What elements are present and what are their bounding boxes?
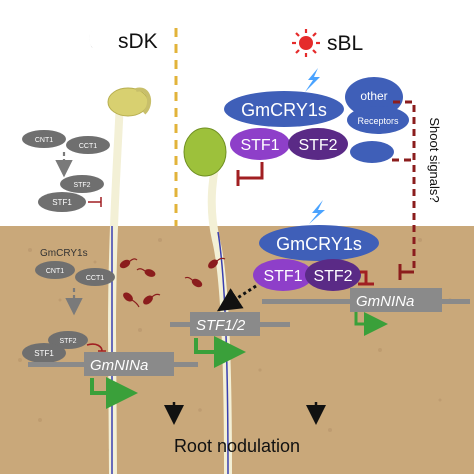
svg-text:CNT1: CNT1 — [35, 137, 53, 144]
svg-text:STF2: STF2 — [59, 338, 76, 345]
shoot-signal-to-root — [398, 264, 414, 280]
svg-text:CCT1: CCT1 — [86, 275, 104, 282]
protein-stf1-root-right — [253, 259, 313, 291]
protein-stf1-shoot — [38, 192, 86, 212]
left-gene-label: GmNINa — [90, 357, 148, 374]
left-seedling-hook — [135, 87, 152, 115]
inhibition-mark-shoot — [88, 197, 102, 207]
left-promoter-arrow — [90, 377, 138, 409]
svg-text:STF2: STF2 — [298, 137, 337, 154]
right-shoot-complex: GmCRY1s STF1 STF2 other Receptors Shoot … — [224, 77, 442, 280]
svg-text:STF1: STF1 — [263, 268, 302, 285]
inhibition-mark-root — [86, 343, 106, 352]
stf-promoter-arrow — [194, 336, 246, 368]
protein-gmcry1s-shoot — [224, 91, 344, 127]
protein-stf1-shoot-right — [230, 128, 290, 160]
protein-stf2-root — [48, 331, 88, 349]
rhizobia-cluster — [119, 257, 226, 308]
left-gene-box — [84, 352, 174, 376]
protein-other-receptors — [347, 106, 409, 134]
protein-stf1-root — [22, 343, 66, 363]
right-gene-label: GmNINa — [356, 293, 414, 310]
svg-text:Receptors: Receptors — [357, 116, 399, 126]
protein-stf2-shoot — [60, 175, 104, 193]
protein-stf2-shoot-right — [288, 128, 348, 160]
right-gene-gmnina: GmNINa — [262, 288, 470, 336]
right-seedling-cotyledon — [183, 127, 227, 177]
right-gene-box — [350, 288, 442, 312]
shoot-signal-dashed-path — [393, 100, 416, 270]
svg-text:STF1: STF1 — [240, 137, 279, 154]
condition-label-sdk: sDK — [118, 30, 158, 53]
svg-text:STF1: STF1 — [52, 198, 72, 207]
svg-text:STF2: STF2 — [313, 268, 352, 285]
right-root-complex: GmCRY1s STF1 STF2 — [216, 225, 379, 312]
stf-gene-box — [190, 312, 260, 336]
svg-text:STF2: STF2 — [73, 182, 90, 189]
root-nodulation-caption: Root nodulation — [174, 436, 300, 456]
shoot-signals-label: Shoot signals? — [427, 117, 442, 202]
blue-light-bolt-icon — [309, 200, 325, 224]
protein-gmcry1s-root — [259, 225, 379, 261]
protein-stf2-root-right — [305, 259, 361, 291]
protein-cct1-shoot — [66, 136, 110, 154]
root-dotted-arrow — [216, 284, 257, 312]
condition-label-sbl: sBL — [327, 32, 363, 55]
moon-icon — [88, 25, 102, 52]
svg-text:other: other — [360, 89, 387, 103]
right-promoter-arrow — [354, 312, 388, 336]
blue-light-bolt-icon — [305, 68, 320, 92]
svg-text:CCT1: CCT1 — [79, 143, 97, 150]
sun-icon — [292, 29, 320, 57]
stf-gene-label: STF1/2 — [196, 317, 246, 334]
soil-texture — [18, 238, 452, 452]
svg-text:STF1: STF1 — [34, 349, 54, 358]
stf-gene: STF1/2 — [170, 312, 290, 368]
protein-receptor-small — [350, 141, 394, 163]
left-root-complex: GmCRY1s CNT1 CCT1 STF2 STF1 — [22, 248, 115, 363]
svg-text:GmCRY1s: GmCRY1s — [276, 234, 362, 254]
protein-cnt1-shoot — [22, 130, 66, 148]
svg-text:GmCRY1s: GmCRY1s — [241, 100, 327, 120]
left-seedling-cotyledon — [107, 87, 149, 117]
protein-cct1-root — [75, 268, 115, 286]
root-inhibition-mark — [358, 270, 374, 286]
left-root-cry-label: GmCRY1s — [40, 248, 88, 259]
shoot-inhibition-arrow — [236, 162, 264, 186]
left-shoot-complex: CNT1 CCT1 STF2 STF1 — [22, 130, 110, 212]
protein-cnt1-root — [35, 261, 75, 279]
left-gene-gmnina: GmNINa — [28, 352, 198, 409]
svg-text:CNT1: CNT1 — [46, 268, 64, 275]
